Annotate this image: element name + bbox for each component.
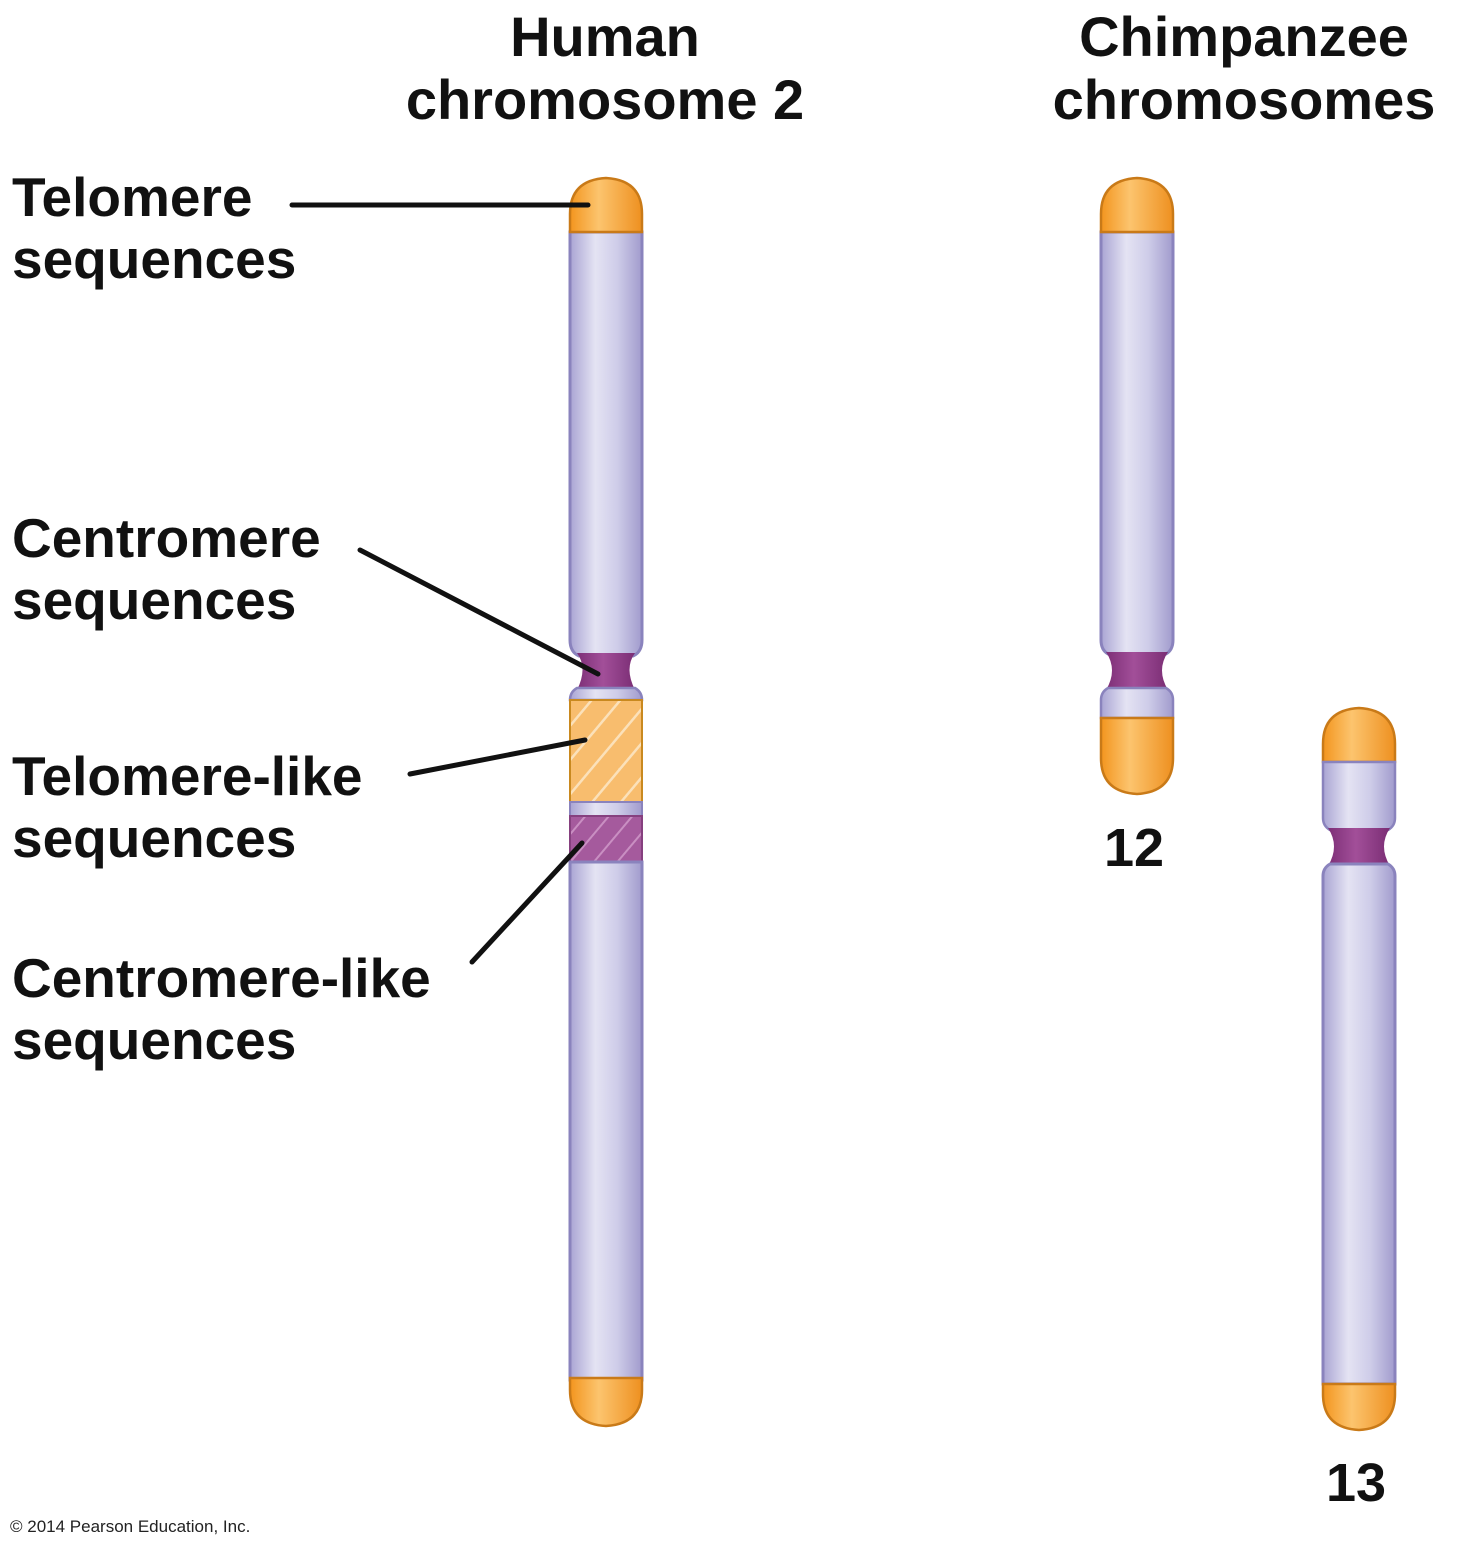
copyright-notice: © 2014 Pearson Education, Inc. — [10, 1517, 251, 1536]
telomere-like-label-line-1: Telomere-like — [12, 745, 363, 807]
chimp12-short-arm — [1099, 686, 1175, 720]
chimp12-centromere — [1106, 652, 1168, 690]
centromere-like-sequences-label: Centromere-like sequences — [12, 947, 431, 1071]
telomere-sequences-label: Telomere sequences — [12, 166, 297, 290]
telomere-like-sequences-label: Telomere-like sequences — [12, 745, 363, 869]
chimp13-centromere — [1328, 828, 1390, 866]
chimp-chromosome-12-number: 12 — [1104, 818, 1165, 878]
chimp-title-line-2: chromosomes — [1052, 67, 1436, 131]
chimp-chromosome-12 — [1099, 176, 1175, 796]
centromere-like-label-line-1: Centromere-like — [12, 947, 431, 1009]
centromere-label-line-1: Centromere — [12, 507, 321, 569]
human-mid-segment-upper — [568, 686, 644, 702]
chimp12-top-arm — [1099, 230, 1175, 656]
chimp13-short-arm — [1321, 760, 1397, 832]
centromere-sequences-label: Centromere sequences — [12, 507, 321, 631]
chimp-chromosome-13 — [1321, 706, 1397, 1432]
telomere-label-line-1: Telomere — [12, 166, 253, 228]
chimp13-top-telomere — [1321, 706, 1397, 764]
human-top-arm — [568, 230, 644, 658]
chimp12-top-telomere — [1099, 176, 1175, 234]
centromere-like-leader-line — [469, 840, 585, 965]
human-chromosome-title: Human chromosome 2 — [360, 5, 850, 131]
chimp-chromosomes-title: Chimpanzee chromosomes — [1030, 5, 1458, 131]
human-title-line-2: chromosome 2 — [405, 67, 805, 131]
human-chromosome-2 — [568, 176, 644, 1428]
chimp-title-line-1: Chimpanzee — [1079, 5, 1409, 68]
chimp13-long-arm — [1321, 862, 1397, 1386]
human-top-telomere — [568, 176, 644, 234]
human-centromere-like-region — [569, 815, 643, 863]
centromere-label-line-2: sequences — [12, 568, 297, 631]
telomere-like-leader-line — [407, 737, 588, 777]
centromere-leader-line — [357, 547, 601, 677]
human-title-line-1: Human — [510, 5, 700, 68]
human-telomere-like-region — [569, 699, 643, 803]
telomere-like-label-line-2: sequences — [12, 806, 297, 869]
chimp13-bottom-telomere — [1321, 1382, 1397, 1432]
human-bottom-arm — [568, 860, 644, 1382]
human-bottom-telomere — [568, 1376, 644, 1428]
human-centromere — [577, 653, 635, 690]
chimp12-bottom-telomere — [1099, 716, 1175, 796]
centromere-like-label-line-2: sequences — [12, 1008, 297, 1071]
human-mid-segment-gap — [569, 801, 643, 817]
chimp-chromosome-13-number: 13 — [1326, 1453, 1387, 1513]
telomere-label-line-2: sequences — [12, 227, 297, 290]
leader-lines — [289, 202, 601, 965]
